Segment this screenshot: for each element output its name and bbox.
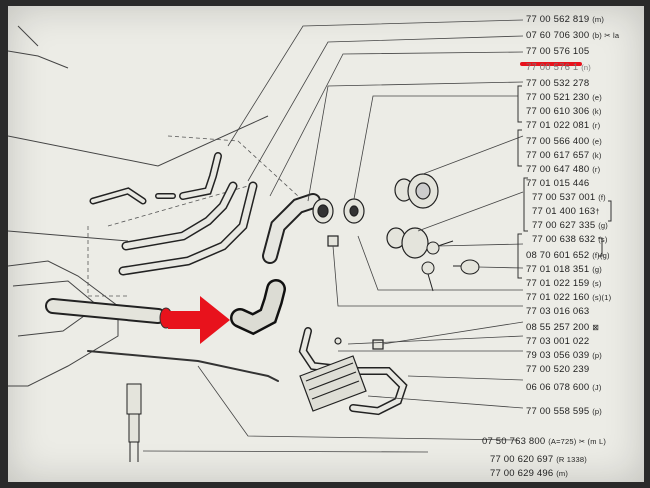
leader-lines: [142, 19, 524, 453]
part-number-label-obscured: 77 00 576 1 (n): [526, 62, 592, 73]
red-arrow-icon: [168, 296, 230, 344]
part-number-label: 77 00 629 496 (m): [490, 468, 569, 479]
heater-unit: [299, 355, 367, 412]
part-number-label: 77 00 617 657 (k): [526, 150, 602, 161]
part-number-label: 77 00 558 595 (p): [526, 406, 602, 417]
part-number-label: 77 01 022 081 (r): [526, 120, 601, 131]
part-number-label: 77 00 562 819 (m): [526, 14, 605, 25]
part-number-label: 77 01 400 163†: [532, 206, 600, 217]
manual-page: 77 00 562 819 (m) 07 60 706 300 (b) ✂ la…: [8, 6, 644, 482]
engine-block-outline: [8, 25, 269, 387]
part-number-label: 77 00 566 400 (e): [526, 136, 602, 147]
part-number-label: 77 00 647 480 (r): [526, 164, 601, 175]
part-number-label: 77 01 015 446: [526, 178, 590, 189]
part-number-label-highlighted: 77 00 576 105: [526, 46, 590, 57]
part-number-label: 06 06 078 600 (J): [526, 382, 602, 393]
part-number-label: 77 03 001 022: [526, 336, 590, 347]
part-number-label: 07 60 706 300 (b) ✂ la: [526, 30, 620, 41]
part-number-label: 77 01 018 351 (g): [526, 264, 602, 275]
exploded-parts-diagram: [8, 19, 612, 462]
part-number-label: 77 01 022 159 (s): [526, 278, 602, 289]
valve-fittings: [312, 173, 439, 350]
part-number-label: 08 55 257 200 ⊠: [526, 322, 600, 333]
part-number-label: 77 03 016 063: [526, 306, 590, 317]
part-number-label: 07 50 763 800 (A=725) ✂ (m L): [482, 436, 607, 447]
part-number-label: 08 70 601 652 (f)(g): [526, 250, 610, 261]
part-number-label: 77 00 620 697 (R 1338): [490, 454, 587, 465]
part-number-label: 77 00 520 239: [526, 364, 590, 375]
part-number-label: 77 00 521 230 (e): [526, 92, 602, 103]
label-brackets: [517, 85, 612, 279]
part-number-label: 77 00 537 001 (f): [532, 192, 606, 203]
part-number-label: 77 00 638 632 (s): [532, 234, 608, 245]
heater-hoses: [45, 152, 408, 416]
keys-illustration: [421, 240, 480, 292]
part-number-label: 79 03 056 039 (p): [526, 350, 602, 361]
part-number-label: 77 00 532 278: [526, 78, 590, 89]
part-number-label: 77 00 627 335 (g): [532, 220, 608, 231]
bulb-holder: [126, 383, 142, 462]
part-number-label: 77 01 022 160 (s)(1): [526, 292, 612, 303]
part-number-label: 77 00 610 306 (k): [526, 106, 602, 117]
